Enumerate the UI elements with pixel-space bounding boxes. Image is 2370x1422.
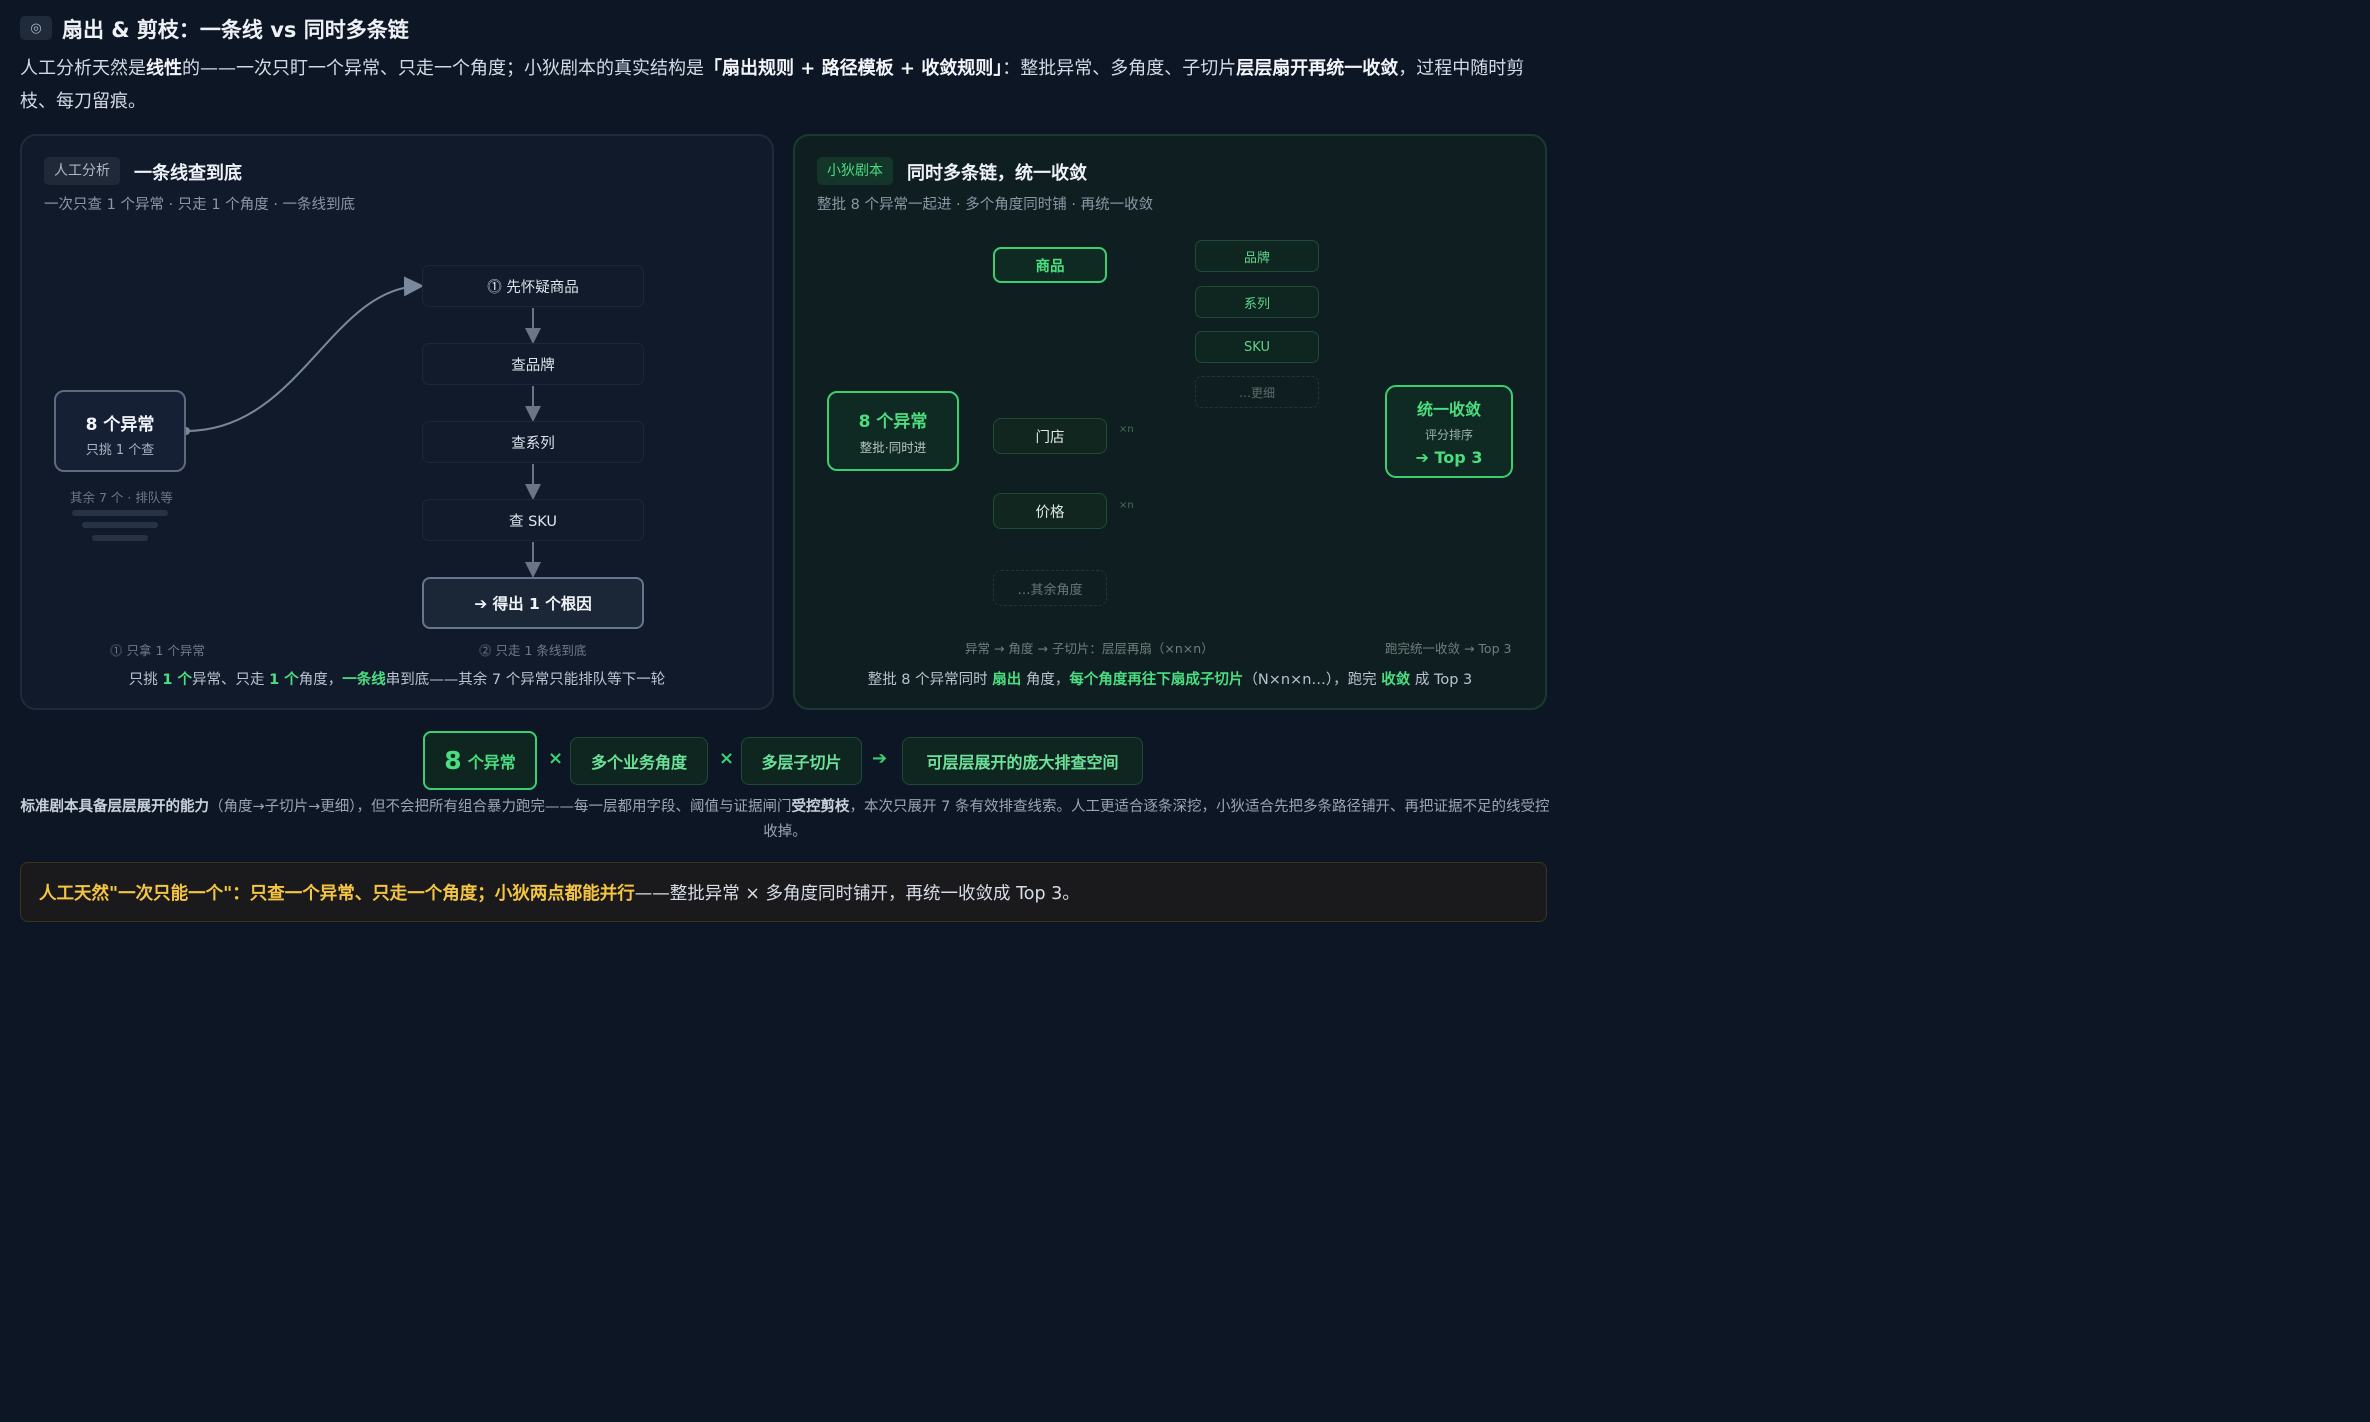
text-run: （角度→子切片→更细），但不会把所有组合暴力跑完——每一层都用字段、阈值与证据闸… [209, 799, 792, 815]
text-run: （N×n×n…），跑完 [1243, 672, 1382, 688]
slice-node-finer: …更细 [1195, 376, 1319, 408]
text-run: 角度， [1021, 672, 1070, 688]
converge-node: 统一收敛 评分排序 ➔ Top 3 [1385, 385, 1513, 478]
manual-panel-title: 一条线查到底 [134, 163, 242, 184]
playbook-panel-subtitle: 整批 8 个异常一起进 · 多个角度同时铺 · 再统一收敛 [817, 197, 1154, 213]
manual-link [185, 276, 424, 432]
queue-label: 其余 7 个 · 排队等 [70, 490, 173, 505]
manual-start-node: 8 个异常 只挑 1 个查 [54, 390, 186, 472]
angle-node-goods: 商品 [993, 247, 1107, 283]
text-run: ，过程中随时剪枝、每刀留痕。 [20, 58, 1525, 112]
summary-rest: ——整批异常 × 多角度同时铺开，再统一收敛成 Top 3。 [634, 883, 1080, 904]
text-run: 「扇出规则 + 路径模板 + 收敛规则」 [704, 58, 1003, 79]
target-icon: ◎ [20, 16, 52, 40]
manual-caption: 只挑 1 个异常、只走 1 个角度，一条线串到底——其余 7 个异常只能排队等下… [40, 668, 754, 689]
multiplier-label: ×n [1119, 500, 1134, 511]
text-run: 线性 [146, 58, 182, 79]
manual-start-title: 8 个异常 [85, 415, 155, 435]
formula-slices: 多层子切片 [741, 737, 862, 785]
text-run: ：整批异常、多角度、子切片 [1002, 58, 1237, 79]
text-run: 成 Top 3 [1410, 672, 1473, 688]
manual-step: 查 SKU [422, 499, 644, 541]
angle-node-price: 价格 [993, 493, 1107, 529]
queue-line [92, 535, 148, 541]
manual-result-node: ➔ 得出 1 个根因 [422, 577, 644, 629]
angle-node-other: …其余角度 [993, 570, 1107, 606]
text-run: 收敛 [1381, 672, 1411, 688]
formula-anomalies: 8 个异常 [423, 731, 537, 790]
manual-note-left: ⓵ 只拿 1 个异常 [110, 643, 205, 658]
converge-title: 统一收敛 [1416, 400, 1481, 419]
text-run: 人工分析天然是 [20, 58, 146, 79]
slice-node-brand: 品牌 [1195, 240, 1319, 272]
text-run: 标准剧本具备层层展开的能力 [20, 799, 210, 815]
queue-line [72, 510, 168, 516]
multiplier-label: ×n [1119, 424, 1134, 435]
text-run: 整批 8 个异常同时 [867, 672, 993, 688]
playbook-panel-title: 同时多条链，统一收敛 [907, 163, 1087, 184]
slice-node-series: 系列 [1195, 286, 1319, 318]
manual-note-right: ⓶ 只走 1 条线到底 [479, 643, 587, 658]
text-run: 异常、只走 [192, 672, 270, 688]
angle-node-store: 门店 [993, 418, 1107, 454]
formula-anomaly-unit: 个异常 [467, 752, 516, 772]
playbook-start-subtitle: 整批·同时进 [859, 439, 927, 455]
formula-result: 可层层展开的庞大排查空间 [902, 737, 1143, 785]
summary-highlight: 人工天然"一次只能一个"：只查一个异常、只走一个角度；小狄两点都能并行 [39, 883, 635, 904]
page-title: 扇出 & 剪枝：一条线 vs 同时多条链 [62, 18, 409, 42]
manual-tag: 人工分析 [44, 157, 120, 185]
summary-callout: 人工天然"一次只能一个"：只查一个异常、只走一个角度；小狄两点都能并行 ——整批… [20, 862, 1547, 922]
text-run: 一条线 [342, 672, 386, 688]
text-run: 层层扇开再统一收敛 [1236, 58, 1399, 79]
text-run: 角度， [298, 672, 343, 688]
text-run: 串到底——其余 7 个异常只能排队等下一轮 [385, 672, 666, 688]
converge-top3: ➔ Top 3 [1415, 448, 1483, 467]
page-description: 人工分析天然是线性的——一次只盯一个异常、只走一个角度；小狄剧本的真实结构是「扇… [20, 52, 1550, 118]
formula-angles: 多个业务角度 [570, 737, 708, 785]
manual-step: 查系列 [422, 421, 644, 463]
text-run: 受控剪枝 [791, 799, 850, 815]
manual-step: 查品牌 [422, 343, 644, 385]
multiply-operator: × [719, 748, 735, 769]
playbook-start-title: 8 个异常 [858, 411, 928, 432]
text-run: 的——一次只盯一个异常、只走一个角度；小狄剧本的真实结构是 [182, 58, 704, 79]
playbook-start-node: 8 个异常 整批·同时进 [827, 391, 959, 471]
playbook-note-right: 跑完统一收敛 → Top 3 [1385, 641, 1512, 656]
queue-line [82, 522, 158, 528]
slice-node-sku: SKU [1195, 331, 1319, 363]
manual-start-subtitle: 只挑 1 个查 [85, 443, 155, 458]
text-run: 1 个 [269, 672, 299, 688]
converge-subtitle: 评分排序 [1424, 428, 1473, 442]
pruning-note: 标准剧本具备层层展开的能力（角度→子切片→更细），但不会把所有组合暴力跑完——每… [20, 795, 1550, 845]
playbook-note-left: 异常 → 角度 → 子切片：层层再扇（×n×n） [965, 641, 1214, 656]
text-run: 只挑 [128, 672, 163, 688]
multiply-operator: × [548, 748, 564, 769]
playbook-caption: 整批 8 个异常同时 扇出 角度，每个角度再往下扇成子切片（N×n×n…），跑完… [793, 668, 1547, 689]
manual-step: ⓵ 先怀疑商品 [422, 265, 644, 307]
text-run: 每个角度再往下扇成子切片 [1069, 672, 1244, 688]
formula-anomaly-count: 8 [444, 746, 462, 775]
text-run: 1 个 [162, 672, 193, 688]
playbook-tag: 小狄剧本 [817, 157, 893, 185]
manual-panel-subtitle: 一次只查 1 个异常 · 只走 1 个角度 · 一条线到底 [44, 197, 356, 213]
text-run: 扇出 [992, 672, 1022, 688]
text-run: ，本次只展开 7 条有效排查线索。人工更适合逐条深挖，小狄适合先把多条路径铺开、… [763, 799, 1550, 840]
arrow-right-icon: ➔ [872, 748, 888, 769]
